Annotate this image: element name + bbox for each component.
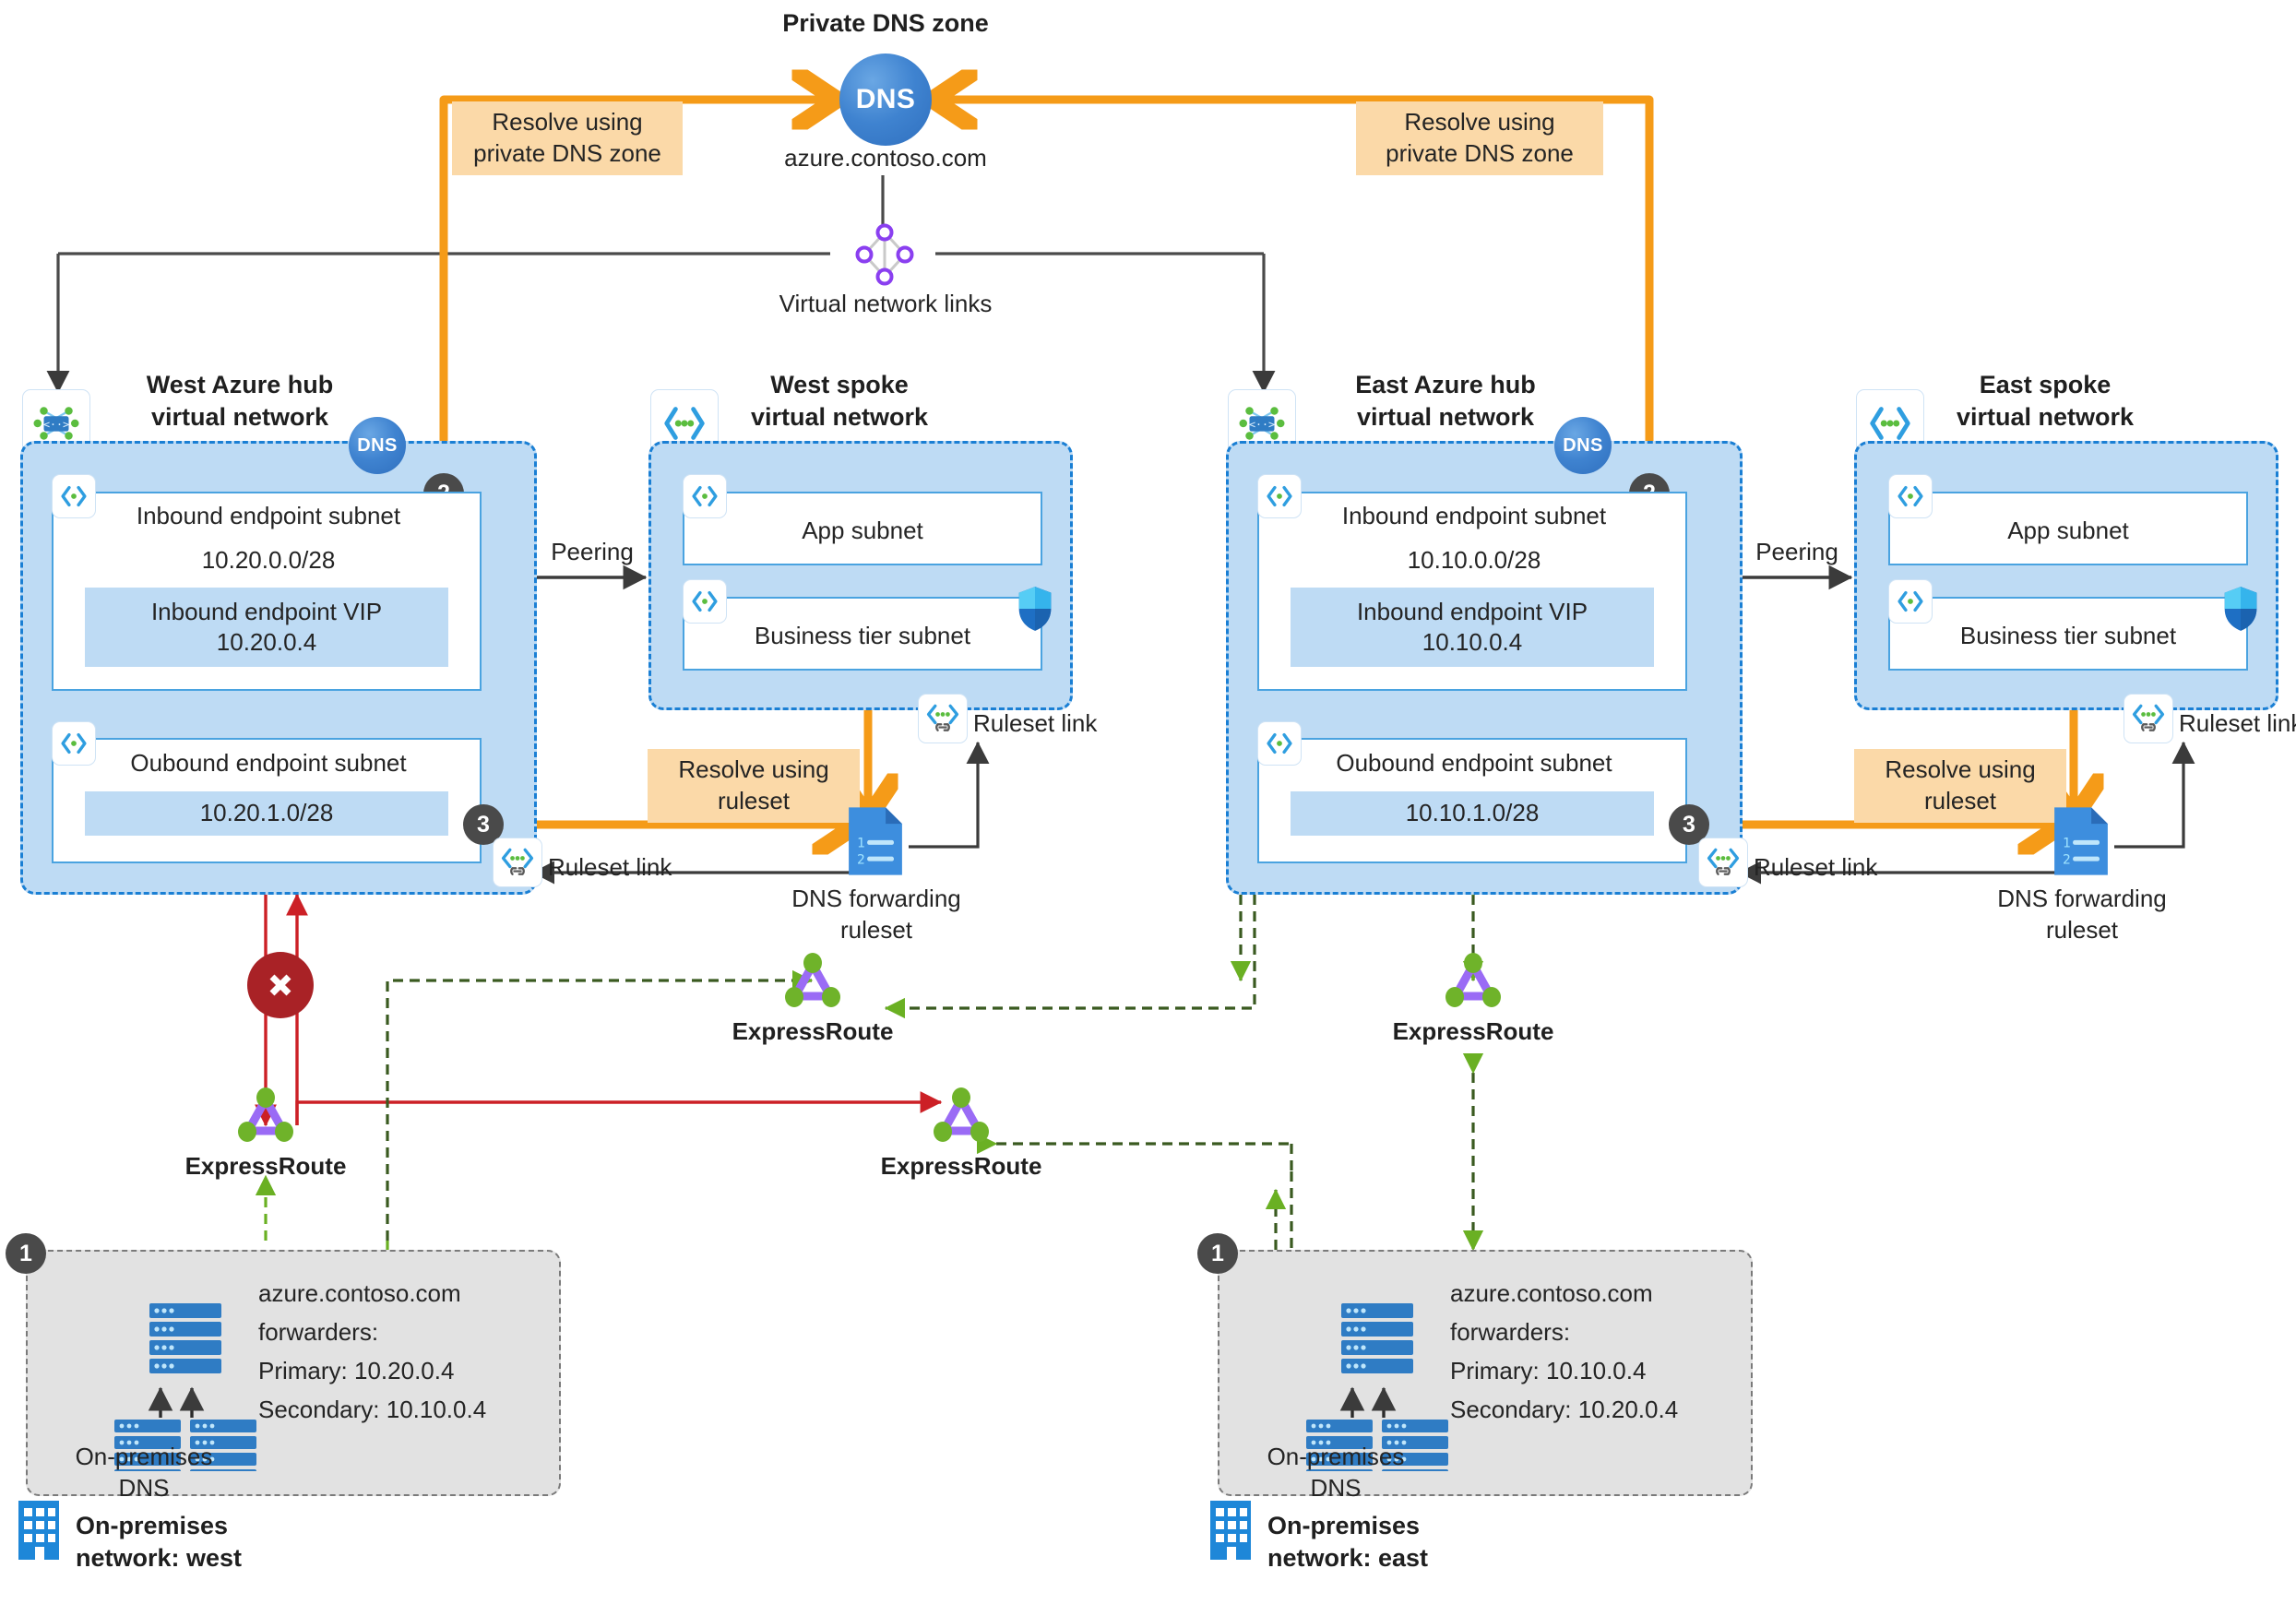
badge-onprem-east: 1 [1197,1233,1238,1274]
expressroute-icon [928,1087,994,1144]
onprem-east-zone: azure.contoso.com [1450,1279,1653,1307]
subnet-icon [683,474,727,518]
west-peering-label: Peering [551,538,634,565]
east-peering-label: Peering [1755,538,1838,565]
svg-text:2: 2 [857,852,865,867]
west-spoke-ruleset-link-label: Ruleset link [973,709,1098,737]
ruleset-link-icon [918,694,968,743]
ruleset-link-icon [2124,694,2173,743]
onprem-west-secondary: Secondary: 10.10.0.4 [258,1396,487,1423]
virtual-network-links-icon [853,223,916,286]
expressroute-icon [232,1087,299,1144]
west-spoke-business-subnet [683,597,1042,671]
subnet-icon [1257,721,1302,766]
west-spoke-business-subnet-label: Business tier subnet [754,622,971,649]
east-inbound-vip-label: Inbound endpoint VIP [1356,597,1588,625]
west-spoke-app-subnet [683,492,1042,565]
east-outbound-subnet-cidr: 10.10.1.0/28 [1291,791,1654,836]
ruleset-link-icon [1698,838,1748,887]
west-inbound-vip-address: 10.20.0.4 [216,628,317,656]
building-icon [1208,1499,1253,1562]
subnet-icon [52,721,96,766]
svg-text:<··>: <··> [43,418,69,431]
private-dns-zone-name: azure.contoso.com [784,144,987,172]
west-spoke-app-subnet-label: App subnet [802,517,923,544]
expressroute-label-west-left: ExpressRoute [184,1152,347,1180]
onprem-west-zone [26,1250,561,1496]
west-inbound-vip-label: Inbound endpoint VIP [150,597,383,625]
expressroute-icon [779,952,846,1009]
east-spoke-ruleset-link-label: Ruleset link [2179,709,2296,737]
east-hub-dns-icon: DNS [1554,417,1612,474]
blocked-x-icon [247,952,314,1018]
onprem-east-forwarders-label: forwarders: [1450,1318,1571,1346]
dns-forwarding-ruleset-icon: 1 2 [2050,804,2112,878]
west-hub-ruleset-link-label: Ruleset link [548,853,672,881]
expressroute-label-east-center: ExpressRoute [1392,1017,1554,1045]
ruleset-link-icon [493,838,542,887]
east-spoke-business-subnet [1888,597,2248,671]
svg-text:<··>: <··> [1249,418,1275,431]
svg-text:2: 2 [2063,852,2071,867]
east-inbound-vip-address: 10.10.0.4 [1422,628,1523,656]
svg-text:1: 1 [857,837,865,851]
dns-forwarding-ruleset-icon: 1 2 [844,804,907,878]
east-spoke-business-subnet-label: Business tier subnet [1959,622,2177,649]
shield-icon [1015,585,1057,635]
building-icon [17,1499,61,1562]
onprem-east-secondary: Secondary: 10.20.0.4 [1450,1396,1679,1423]
dns-globe-icon: DNS [839,53,932,146]
subnet-icon [683,579,727,624]
east-inbound-vip: Inbound endpoint VIP 10.10.0.4 [1291,588,1654,667]
onprem-west-zone: azure.contoso.com [258,1279,461,1307]
west-hub-dns-label: DNS [357,434,398,456]
expressroute-label-west-center: ExpressRoute [732,1017,894,1045]
onprem-west-primary: Primary: 10.20.0.4 [258,1357,455,1384]
subnet-icon [52,474,96,518]
shield-icon [2220,585,2263,635]
onprem-west-forwarders-label: forwarders: [258,1318,379,1346]
east-spoke-app-subnet [1888,492,2248,565]
dns-globe-label: DNS [855,84,916,114]
west-hub-dns-icon: DNS [349,417,406,474]
west-outbound-subnet-cidr: 10.20.1.0/28 [85,791,448,836]
subnet-icon [1888,474,1933,518]
subnet-icon [1888,579,1933,624]
west-inbound-subnet-cidr: 10.20.0.0/28 [201,546,336,574]
expressroute-label-east-right: ExpressRoute [880,1152,1042,1180]
dns-server-icon [89,1296,273,1482]
east-hub-ruleset-link-label: Ruleset link [1754,853,1878,881]
east-hub-dns-label: DNS [1563,434,1603,456]
west-outbound-subnet-title: Oubound endpoint subnet [130,749,407,777]
west-inbound-subnet-title: Inbound endpoint subnet [136,502,401,529]
east-inbound-subnet-title: Inbound endpoint subnet [1341,502,1607,529]
expressroute-icon [1440,952,1506,1009]
east-outbound-subnet-title: Oubound endpoint subnet [1336,749,1612,777]
east-inbound-subnet-cidr: 10.10.0.0/28 [1407,546,1541,574]
private-dns-zone-title: Private DNS zone [782,9,989,37]
badge-onprem-west: 1 [6,1233,46,1274]
east-spoke-app-subnet-label: App subnet [2007,517,2129,544]
virtual-network-links-label: Virtual network links [779,290,993,317]
svg-text:1: 1 [2063,837,2071,851]
subnet-icon [1257,474,1302,518]
onprem-east-primary: Primary: 10.10.0.4 [1450,1357,1647,1384]
west-inbound-vip: Inbound endpoint VIP 10.20.0.4 [85,588,448,667]
